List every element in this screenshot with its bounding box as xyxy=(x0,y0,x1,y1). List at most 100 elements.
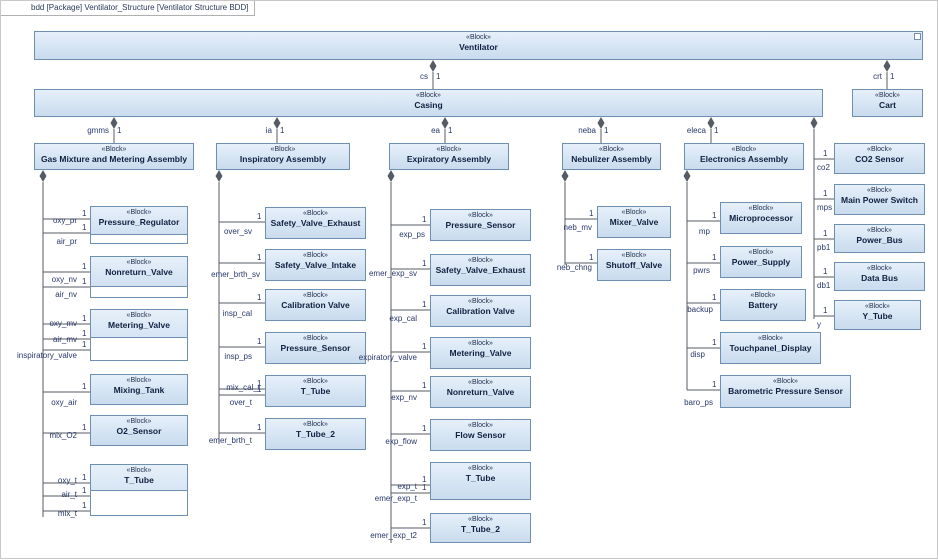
multiplicity-label: 1 xyxy=(712,338,717,347)
block-ex-metering-valve[interactable]: «Block»Metering_Valve xyxy=(430,337,531,369)
block-ex-safety-valve-exhaust[interactable]: «Block»Safety_Valve_Exhaust xyxy=(430,254,531,286)
multiplicity-label: 1 xyxy=(823,267,828,276)
block-el-power-supply[interactable]: «Block»Power_Supply xyxy=(720,246,802,278)
block-ex-t-tube-2[interactable]: «Block»T_Tube_2 xyxy=(430,513,531,543)
block-co2-sensor[interactable]: «Block»CO2 Sensor xyxy=(834,143,925,174)
composition-diamond-icon xyxy=(273,117,281,129)
block-stereotype: «Block» xyxy=(750,292,776,299)
block-ex-pressure-sensor[interactable]: «Block»Pressure_Sensor xyxy=(430,209,531,241)
multiplicity-label: 1 xyxy=(257,337,262,346)
block-name: Shutoff_Valve xyxy=(605,260,663,270)
block-cart[interactable]: «Block»Cart xyxy=(852,89,923,117)
block-nb-shutoff-valve[interactable]: «Block»Shutoff_Valve xyxy=(597,249,671,281)
block-nebulizer[interactable]: «Block»Nebulizer Assembly xyxy=(562,143,661,170)
block-gm-nonreturn-valve[interactable]: «Block»Nonreturn_Valve xyxy=(90,256,188,298)
composition-diamond-icon xyxy=(561,170,569,182)
block-casing[interactable]: «Block»Casing xyxy=(34,89,823,117)
block-stereotype: «Block» xyxy=(466,34,491,41)
block-ex-t-tube[interactable]: «Block»T_Tube xyxy=(430,462,531,500)
block-in-t-tube-2[interactable]: «Block»T_Tube_2 xyxy=(265,418,366,450)
block-inspiratory[interactable]: «Block»Inspiratory Assembly xyxy=(216,143,350,170)
block-gm-mixing-tank[interactable]: «Block»Mixing_Tank xyxy=(90,374,188,405)
block-name: Inspiratory Assembly xyxy=(239,154,327,164)
multiplicity-label: 1 xyxy=(257,212,262,221)
multiplicity-label: 1 xyxy=(890,72,895,81)
block-name: Mixing_Tank xyxy=(113,385,165,395)
block-name: T_Tube_2 xyxy=(295,429,336,439)
block-y-tube[interactable]: «Block»Y_Tube xyxy=(834,300,921,330)
role-label-pb1: pb1 xyxy=(817,243,831,252)
block-name: Cart xyxy=(878,100,896,110)
block-el-barometric[interactable]: «Block»Barometric Pressure Sensor xyxy=(720,375,851,408)
block-electronics[interactable]: «Block»Electronics Assembly xyxy=(684,143,804,170)
diagram-link-icon xyxy=(914,33,921,40)
block-stereotype: «Block» xyxy=(731,146,757,153)
block-stereotype: «Block» xyxy=(126,209,152,216)
block-gm-metering-valve[interactable]: «Block»Metering_Valve xyxy=(90,309,188,361)
block-in-calibration-valve[interactable]: «Block»Calibration Valve xyxy=(265,289,366,321)
block-nb-mixer-valve[interactable]: «Block»Mixer_Valve xyxy=(597,206,671,238)
block-main-power-switch[interactable]: «Block»Main Power Switch xyxy=(834,184,925,215)
composition-diamond-icon xyxy=(110,117,118,129)
role-label-cs: cs xyxy=(420,72,428,81)
block-gm-pressure-regulator[interactable]: «Block»Pressure_Regulator xyxy=(90,206,188,244)
block-data-bus[interactable]: «Block»Data Bus xyxy=(834,262,925,291)
block-el-touchpanel[interactable]: «Block»Touchpanel_Display xyxy=(720,332,821,364)
block-name: Electronics Assembly xyxy=(699,154,789,164)
role-label-air-t: air_t xyxy=(61,490,77,499)
multiplicity-label: 1 xyxy=(823,189,828,198)
block-in-safety-valve-exhaust[interactable]: «Block»Safety_Valve_Exhaust xyxy=(265,207,366,239)
block-el-microprocessor[interactable]: «Block»Microprocessor xyxy=(720,202,802,234)
block-ex-flow-sensor[interactable]: «Block»Flow Sensor xyxy=(430,419,531,451)
role-label-exp-ps: exp_ps xyxy=(399,230,425,239)
multiplicity-label: 1 xyxy=(257,253,262,262)
role-label-mix-cal-t: mix_cal_t xyxy=(226,383,260,392)
block-name: T_Tube xyxy=(124,475,154,485)
block-stereotype: «Block» xyxy=(468,212,493,219)
block-stereotype: «Block» xyxy=(468,340,493,347)
multiplicity-label: 1 xyxy=(712,211,717,220)
multiplicity-label: 1 xyxy=(257,379,262,388)
multiplicity-label: 1 xyxy=(589,209,594,218)
block-name: Ventilator xyxy=(459,42,498,52)
block-stereotype: «Block» xyxy=(126,467,152,474)
multiplicity-label: 1 xyxy=(823,229,828,238)
block-ventilator[interactable]: «Block»Ventilator xyxy=(34,31,923,60)
block-gm-o2-sensor[interactable]: «Block»O2_Sensor xyxy=(90,415,188,446)
role-label-mix-O2: mix_O2 xyxy=(49,431,77,440)
block-el-battery[interactable]: «Block»Battery xyxy=(720,289,806,321)
block-ex-calibration-valve[interactable]: «Block»Calibration Valve xyxy=(430,295,531,327)
block-in-pressure-sensor[interactable]: «Block»Pressure_Sensor xyxy=(265,332,366,364)
block-stereotype: «Block» xyxy=(303,292,328,299)
role-label-emer-brth-sv: emer_brth_sv xyxy=(211,270,260,279)
block-in-t-tube[interactable]: «Block»T_Tube xyxy=(265,375,366,407)
multiplicity-label: 1 xyxy=(82,473,87,482)
role-label-gmms: gmms xyxy=(87,126,109,135)
block-power-bus[interactable]: «Block»Power_Bus xyxy=(834,224,925,253)
block-gm-t-tube[interactable]: «Block»T_Tube xyxy=(90,464,188,516)
block-name: Pressure_Sensor xyxy=(280,343,351,353)
composition-diamond-icon xyxy=(387,170,395,182)
block-in-safety-valve-intake[interactable]: «Block»Safety_Valve_Intake xyxy=(265,249,366,281)
block-name: Power_Supply xyxy=(731,257,791,267)
block-name: Metering_Valve xyxy=(108,320,170,330)
role-label-expiratory-valve: expiratory_valve xyxy=(358,353,417,362)
multiplicity-label: 1 xyxy=(82,223,87,232)
block-stereotype: «Block» xyxy=(867,265,892,272)
multiplicity-label: 1 xyxy=(257,385,262,394)
block-gas-mixture[interactable]: «Block»Gas Mixture and Metering Assembly xyxy=(34,143,194,170)
role-label-disp: disp xyxy=(690,350,705,359)
block-stereotype: «Block» xyxy=(303,378,328,385)
block-name: Gas Mixture and Metering Assembly xyxy=(40,154,188,164)
block-name: Barometric Pressure Sensor xyxy=(728,386,843,396)
role-label-eleca: eleca xyxy=(686,126,706,135)
block-ex-nonreturn-valve[interactable]: «Block»Nonreturn_Valve xyxy=(430,376,531,408)
block-name: Flow Sensor xyxy=(455,430,506,440)
role-label-oxy-mv: oxy_mv xyxy=(49,319,77,328)
role-label-exp-flow: exp_flow xyxy=(385,437,417,446)
multiplicity-label: 1 xyxy=(422,475,427,484)
multiplicity-label: 1 xyxy=(82,277,87,286)
block-expiratory[interactable]: «Block»Expiratory Assembly xyxy=(389,143,509,170)
block-stereotype: «Block» xyxy=(303,421,328,428)
